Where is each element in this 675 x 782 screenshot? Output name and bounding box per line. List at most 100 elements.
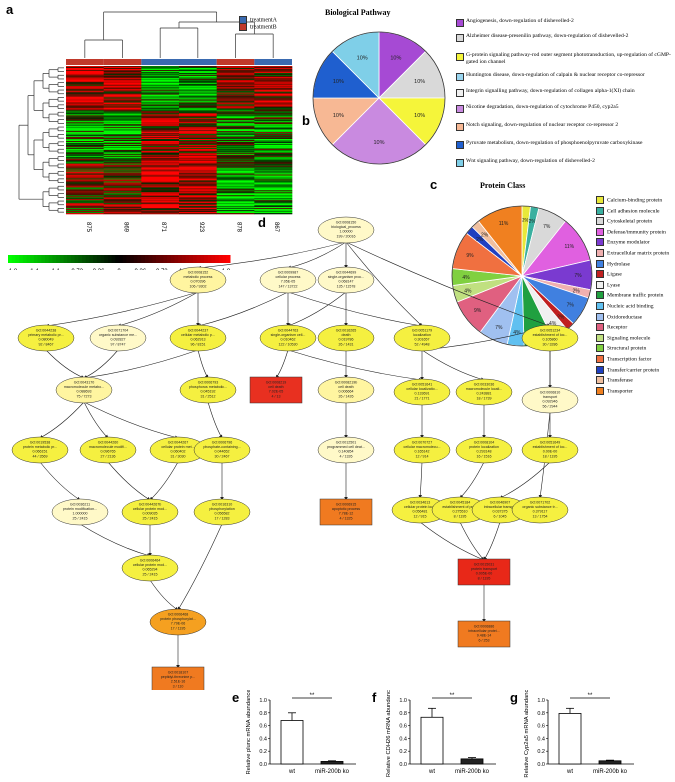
heatmap-cell [103,202,142,204]
go-node-text: 7.79E-06 [171,622,186,626]
heatmap-cell [141,116,180,118]
heatmap-cell [179,203,217,205]
go-node-text: GO:0015031 [474,563,495,567]
heatmap-cell [103,134,142,136]
go-node-text: intracellular protei... [468,629,499,633]
heatmap-cell [179,166,217,168]
heatmap-cell [66,122,104,124]
heatmap-cell [254,81,293,84]
heatmap-cell [216,166,255,168]
y-axis-label: Relative CDH26 mRNA abundance [386,690,392,777]
heatmap-cell [66,163,104,165]
heatmap-cell [141,81,180,84]
y-tick-label: 0.0 [537,762,545,768]
heatmap-cell [103,135,142,137]
heatmap-cell [103,161,142,163]
heatmap-cell [103,191,142,193]
heatmap-cell [66,88,104,90]
heatmap-cell [103,89,142,91]
go-node-text: peptidyl-threonine p... [161,675,196,679]
heatmap-cell [254,206,293,208]
pie-slice-label: 2% [481,232,489,238]
heatmap-cell [254,182,293,184]
colorbar-segment [152,255,157,263]
heatmap-cell [179,95,217,97]
legend-swatch [596,333,604,342]
heatmap-cell [66,77,104,80]
go-node-text: GO:0033036 [474,383,495,387]
biological-pathway-legend-item: Pyruvate metabolism, down-regulation of … [456,140,673,149]
go-node-shape [317,266,375,294]
heatmap-cell [103,82,142,85]
heatmap-cell [103,200,142,202]
heatmap-cell [179,104,217,106]
legend-label: Signaling molecule [607,335,651,342]
go-node-text: 0.009035 [143,512,158,516]
heatmap-cell [141,137,180,139]
heatmap-cell [254,138,293,140]
go-node-text: 0.275510 [453,510,468,514]
biological-pathway-legend-item: Alzheimer disease-presenilin pathway, do… [456,33,673,42]
heatmap-cell [141,167,180,169]
heatmap-cell [216,103,255,105]
heatmap-cell [66,177,104,179]
colorbar-segment [126,255,131,263]
heatmap-cell [179,91,217,93]
heatmap-cell [141,169,180,171]
protein-class-legend-item: Transcription factor [596,355,651,363]
legend-label: Membrane traffic protein [607,292,664,299]
heatmap-cell [216,204,255,206]
heatmap-cell [179,195,217,197]
colorbar-segment [144,255,150,263]
heatmap-cell [179,210,217,212]
category-label: miR-200b ko [315,769,350,775]
heatmap-cell [103,150,142,153]
heatmap-cell [103,166,142,168]
legend-label: Notch signaling, down-regulation of nucl… [466,122,619,128]
go-node-text: GO:0006915 [336,503,357,507]
y-tick-label: 0.2 [399,749,407,755]
go-edge [275,349,289,379]
heatmap-cell [66,154,104,157]
legend-label: Calcium-binding protein [607,197,663,204]
heatmap-cell [66,161,104,163]
go-node-text: phosphorus metabolic... [189,385,227,389]
go-node-text: macromolecule modifi... [89,445,127,449]
heatmap-cell [179,135,217,137]
heatmap-cell [216,78,255,81]
heatmap-cell [66,72,104,75]
heatmap-cell [254,77,293,80]
heatmap-cell [216,132,255,134]
go-node-shape [457,620,511,648]
heatmap-cell [216,170,255,172]
heatmap-cell [216,155,255,158]
heatmap-cell [216,143,255,146]
heatmap-cell [66,148,104,151]
heatmap-cell [254,80,293,83]
colorbar-segment [93,255,98,263]
go-edge [83,349,119,379]
heatmap-cell [216,69,255,72]
colorbar-segment [96,255,101,263]
heatmap-cell [141,122,180,124]
bar [280,720,304,765]
go-node-shape [521,386,579,414]
heatmap-cell [103,205,142,207]
go-node-text: 52 / 4948 [415,342,430,346]
heatmap-cell [216,158,255,161]
heatmap-cell [103,201,142,203]
heatmap-cell [66,87,104,89]
legend-label: Enzyme modulator [607,239,650,246]
heatmap-cell [66,179,104,181]
go-node-text: organic substance me... [99,333,137,337]
heatmap-cell [179,202,217,204]
heatmap-cell [66,144,104,147]
heatmap-cell [141,149,180,152]
heatmap-cell [141,129,180,131]
heatmap-cell [216,84,255,87]
go-node-text: 8 / 1195 [478,576,491,580]
go-edge [149,461,179,501]
legend-label: Oxidoreductase [607,313,643,320]
